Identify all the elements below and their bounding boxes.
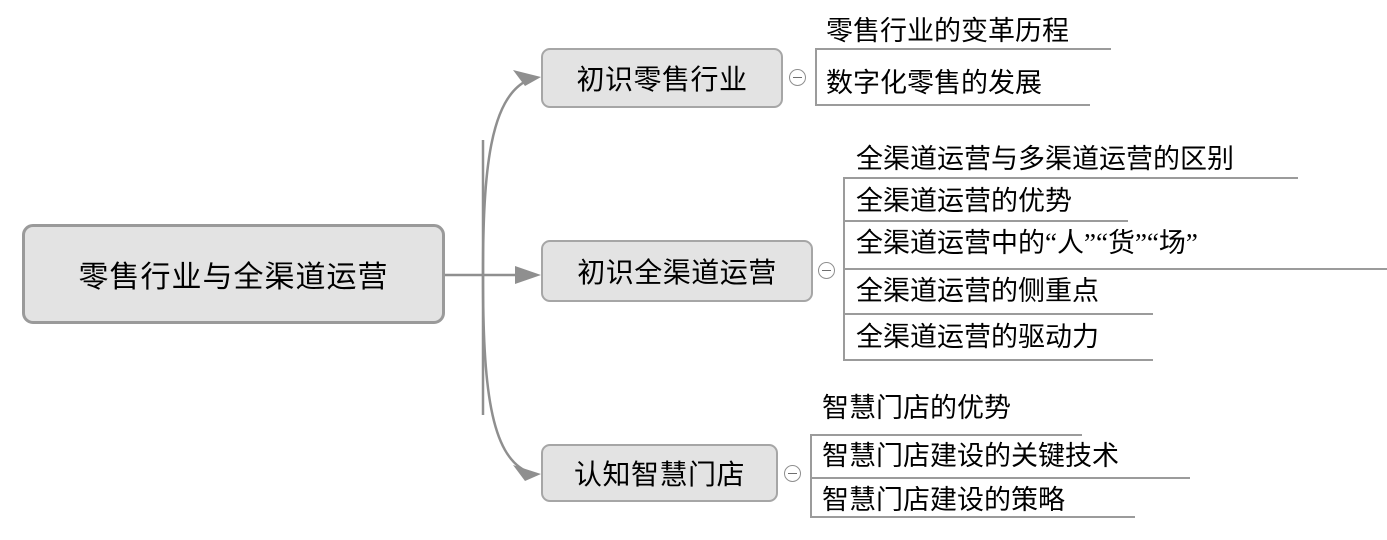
branch-3-spine [810,434,812,516]
leaf-rule [843,177,1298,179]
leaf-rule [843,268,1387,270]
leaf-rule [843,313,1153,315]
leaf-rule [810,516,1135,518]
collapse-minus-icon[interactable] [789,69,806,86]
leaf-rule [815,48,1111,50]
leaf-item[interactable]: 全渠道运营的优势 [856,186,1072,216]
branch-node-2[interactable]: 初识全渠道运营 [541,240,813,302]
leaf-rule [810,434,1082,436]
branch-node-3-label: 认知智慧门店 [573,460,745,491]
branch-node-3[interactable]: 认知智慧门店 [541,444,778,502]
leaf-item[interactable]: 全渠道运营与多渠道运营的区别 [856,144,1234,174]
leaf-rule [810,477,1190,479]
leaf-item[interactable]: 智慧门店的优势 [822,393,1011,423]
leaf-item[interactable]: 数字化零售的发展 [826,68,1042,98]
branch-node-2-label: 初识全渠道运营 [577,258,777,289]
root-node-label: 零售行业与全渠道运营 [78,261,389,294]
leaf-item[interactable]: 智慧门店建设的关键技术 [822,441,1119,471]
leaf-rule [843,359,1153,361]
leaf-rule [815,104,1090,106]
leaf-item[interactable]: 全渠道运营的侧重点 [856,276,1099,306]
leaf-item[interactable]: 零售行业的变革历程 [826,16,1069,46]
leaf-rule [843,220,1128,222]
leaf-item[interactable]: 智慧门店建设的策略 [822,485,1065,515]
branch-node-1[interactable]: 初识零售行业 [541,48,783,108]
collapse-minus-icon[interactable] [818,262,835,279]
leaf-item[interactable]: 全渠道运营中的“人”“货”“场” [856,228,1198,258]
branch-node-1-label: 初识零售行业 [576,65,748,96]
collapse-minus-icon[interactable] [784,465,801,482]
root-node[interactable]: 零售行业与全渠道运营 [22,224,445,324]
leaf-item[interactable]: 全渠道运营的驱动力 [856,322,1099,352]
branch-1-spine [815,48,817,106]
